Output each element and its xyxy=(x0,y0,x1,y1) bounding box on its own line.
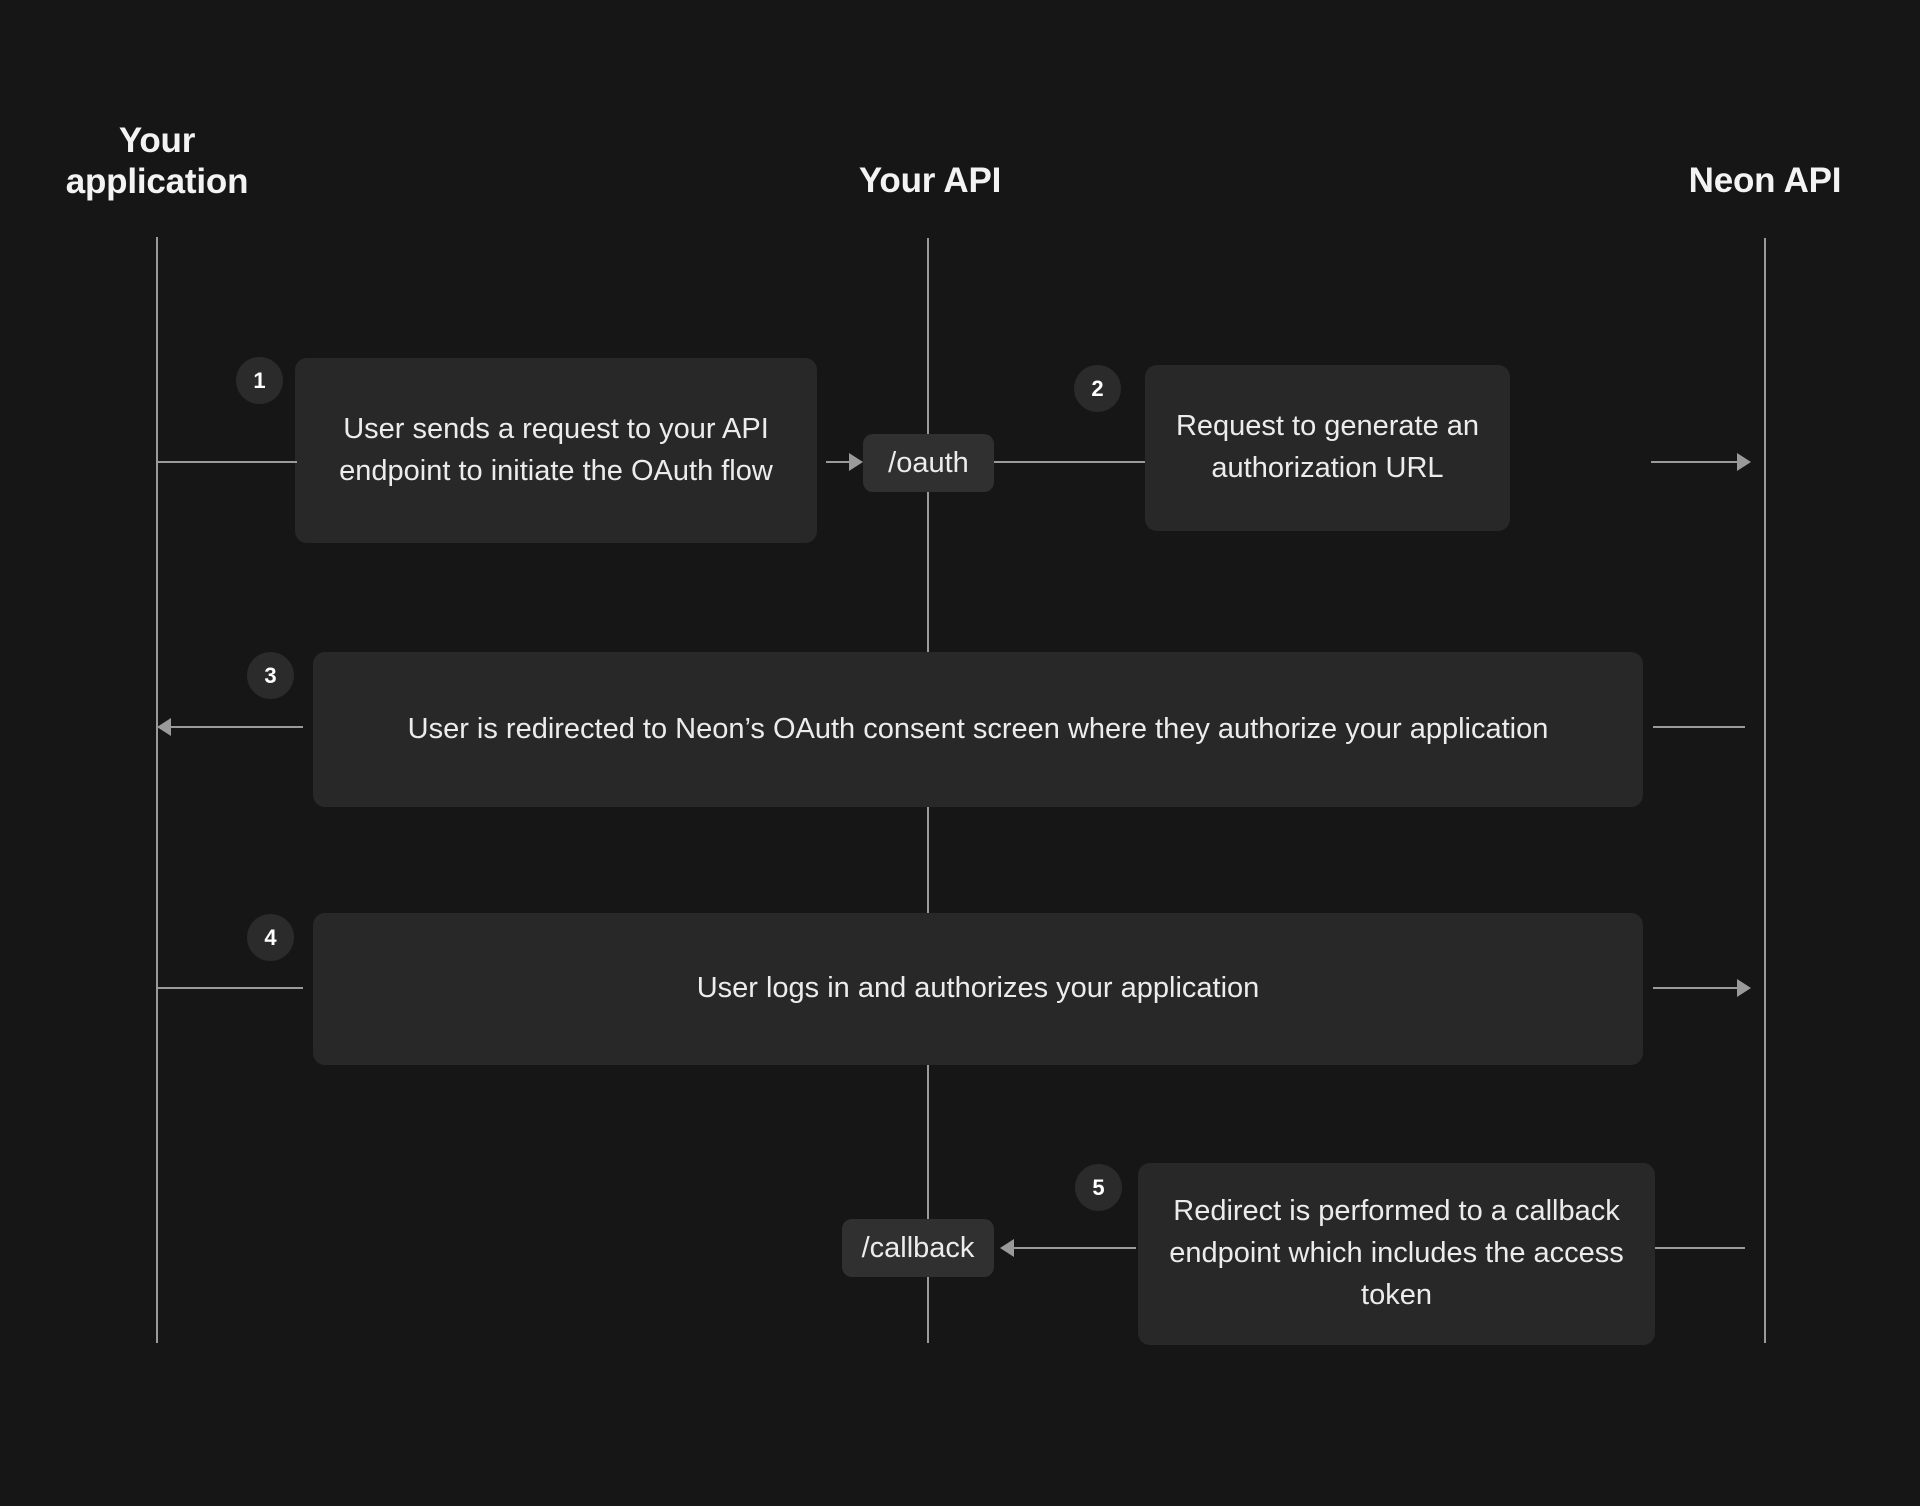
participant-label-your-api: Your API xyxy=(858,161,1002,200)
connector-step-5-right xyxy=(1655,1247,1745,1249)
message-text-step-5: Redirect is performed to a callback endp… xyxy=(1169,1195,1624,1311)
connector-step-2-right xyxy=(1651,461,1739,463)
arrowhead-step-4-right xyxy=(1737,979,1751,997)
connector-step-3-right xyxy=(1653,726,1745,728)
lifeline-neon-api xyxy=(1764,238,1766,1343)
lifeline-your-application xyxy=(156,237,158,1343)
connector-step-4-right xyxy=(1653,987,1739,989)
step-badge-2: 2 xyxy=(1074,365,1121,412)
arrowhead-step-2-right xyxy=(1737,453,1751,471)
message-text-step-2: Request to generate an authorization URL xyxy=(1175,410,1480,484)
connector-step-1-to-oauth xyxy=(826,461,850,463)
message-box-step-5: Redirect is performed to a callback endp… xyxy=(1138,1163,1655,1345)
message-box-step-3: User is redirected to Neon’s OAuth conse… xyxy=(313,652,1643,807)
step-badge-1: 1 xyxy=(236,357,283,404)
message-text-step-4: User logs in and authorizes your applica… xyxy=(696,972,1260,1005)
step-badge-4: 4 xyxy=(247,914,294,961)
message-box-step-1: User sends a request to your API endpoin… xyxy=(295,358,817,543)
participant-label-neon-api: Neon API xyxy=(1688,161,1842,200)
step-badge-3: 3 xyxy=(247,652,294,699)
connector-step-1-left xyxy=(157,461,297,463)
connector-step-4-left xyxy=(157,987,303,989)
pill-callback[interactable]: /callback xyxy=(842,1219,994,1277)
connector-step-5-left xyxy=(1013,1247,1136,1249)
message-box-step-2: Request to generate an authorization URL xyxy=(1145,365,1510,531)
pill-oauth[interactable]: /oauth xyxy=(863,434,994,492)
connector-step-2-left xyxy=(994,461,1145,463)
message-text-step-1: User sends a request to your API endpoin… xyxy=(339,412,773,487)
message-text-step-3: User is redirected to Neon’s OAuth conse… xyxy=(407,712,1549,745)
arrowhead-step-5-left xyxy=(1000,1239,1014,1257)
step-badge-5: 5 xyxy=(1075,1164,1122,1211)
participant-label-your-application: Your application xyxy=(65,121,249,202)
arrowhead-step-3-left xyxy=(157,718,171,736)
connector-step-3-left xyxy=(170,726,303,728)
arrowhead-step-1-right xyxy=(849,453,863,471)
message-box-step-4: User logs in and authorizes your applica… xyxy=(313,913,1643,1065)
